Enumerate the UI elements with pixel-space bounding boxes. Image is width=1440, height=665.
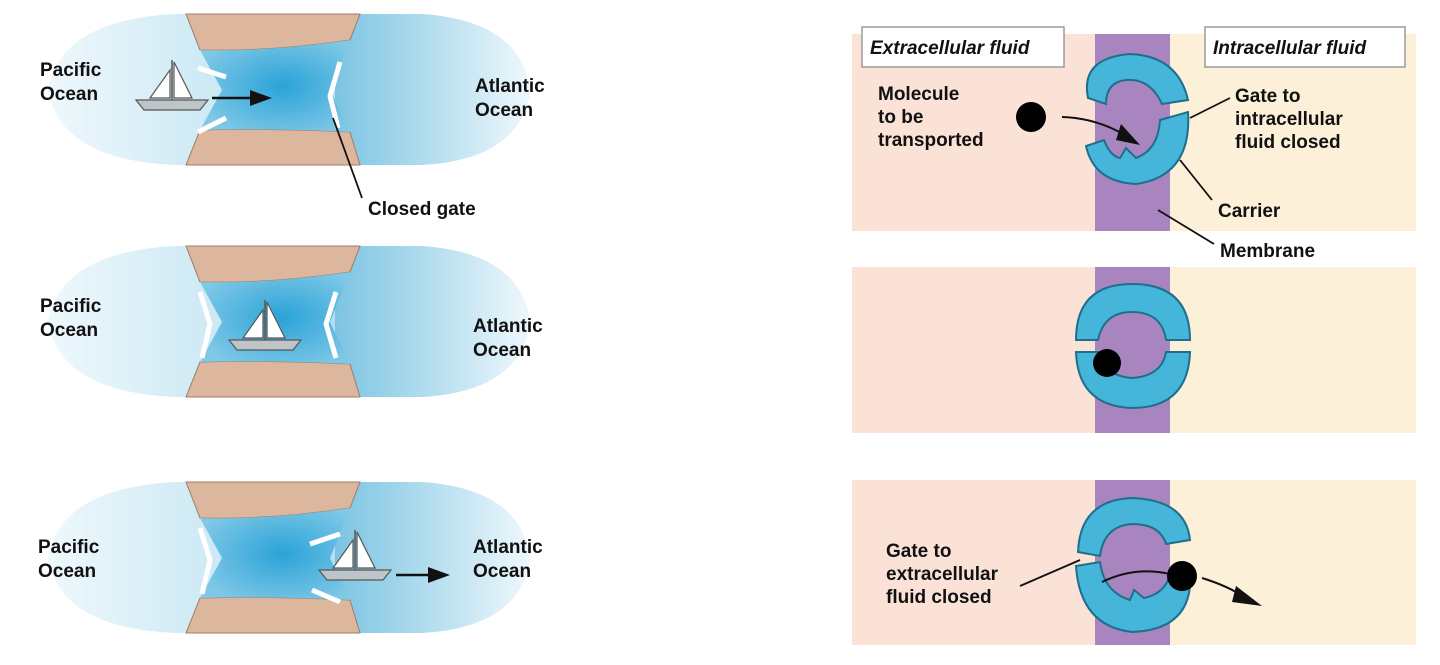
molecule-3 — [1167, 561, 1197, 591]
canal-panel-3 — [47, 481, 531, 634]
carrier-1 — [1084, 52, 1190, 186]
closed-gate-label: Closed gate — [368, 199, 476, 220]
molecule-2 — [1093, 349, 1121, 377]
transport-panel-2 — [852, 267, 1416, 433]
intracellular-header: Intracellular fluid — [1213, 38, 1366, 59]
membrane-label: Membrane — [1220, 241, 1315, 262]
extracellular-header: Extracellular fluid — [870, 38, 1030, 59]
canal-panel-2 — [47, 245, 531, 398]
molecule-1 — [1016, 102, 1046, 132]
carrier-3 — [1074, 496, 1192, 634]
transport-panel-3 — [852, 480, 1416, 645]
carrier-label: Carrier — [1218, 201, 1281, 222]
